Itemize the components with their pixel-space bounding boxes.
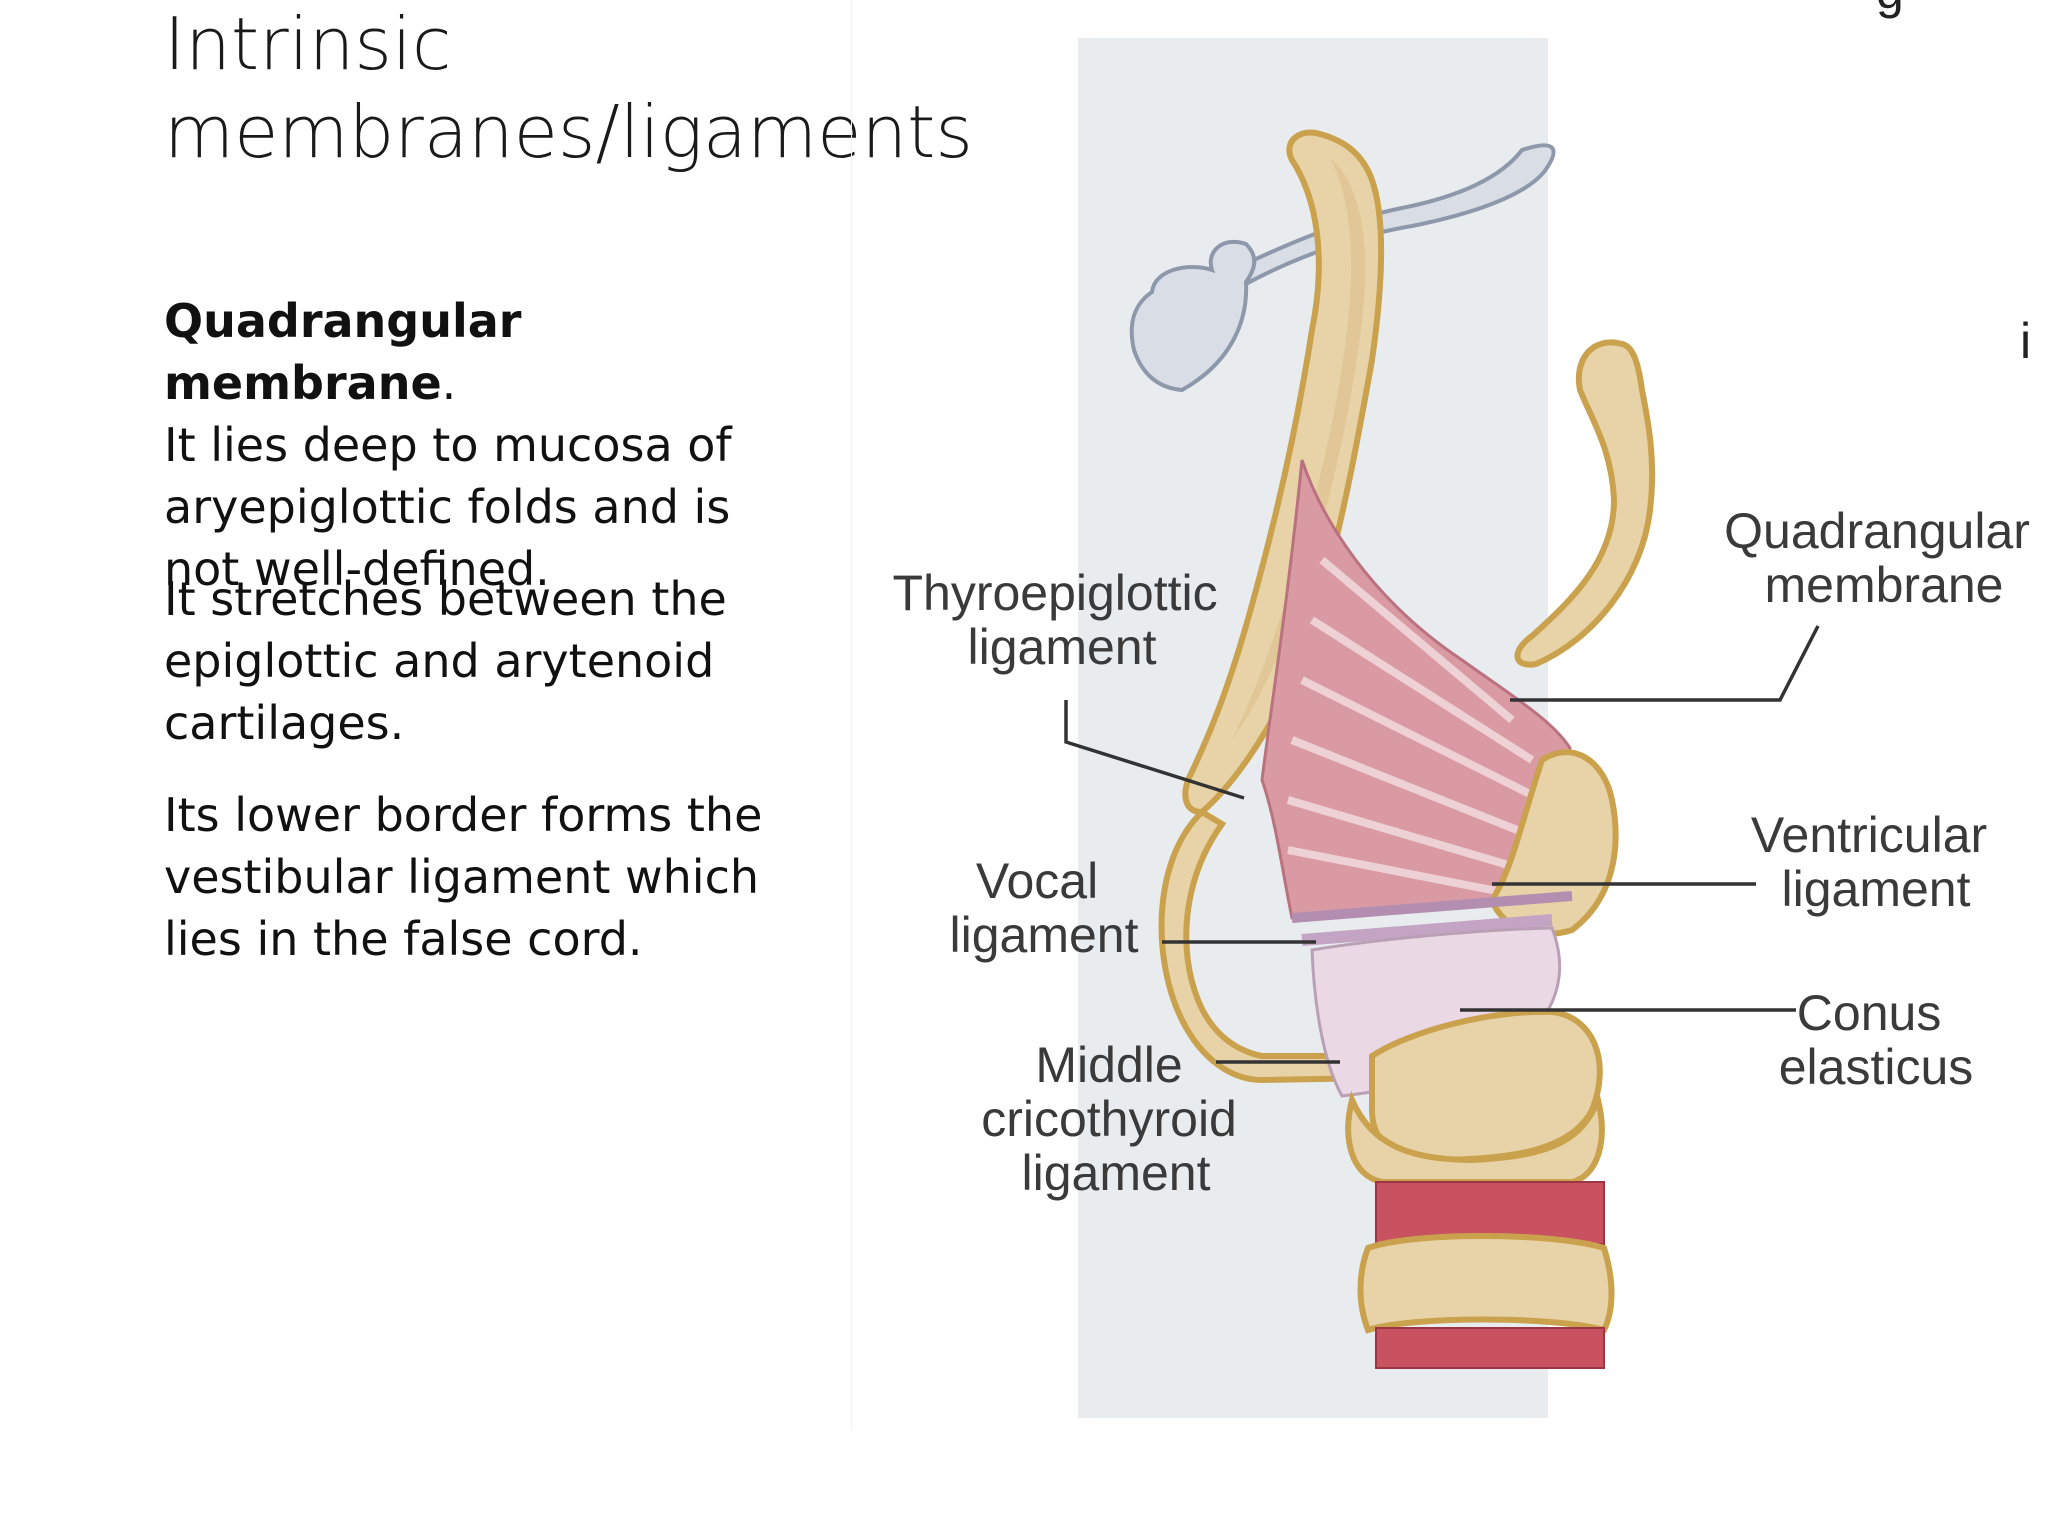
label-line: Thyroepiglottic xyxy=(892,565,1217,621)
epiglottis-cartilage xyxy=(1182,129,1385,816)
leader-thyroepiglottic xyxy=(1064,700,1245,800)
leader-quadrangular xyxy=(1510,625,1820,702)
cricoid-arch xyxy=(1345,1090,1605,1185)
label-line: ligament xyxy=(968,619,1157,675)
epiglottis-inner-face xyxy=(1232,158,1366,740)
label-middle-cricothyroid-ligament: Middle cricothyroid ligament xyxy=(981,1037,1251,1201)
label-line: ligament xyxy=(1022,1145,1211,1201)
trachea-segment-lower xyxy=(1375,1327,1605,1369)
label-line: ligament xyxy=(1782,861,1971,917)
thyroid-cartilage xyxy=(1158,808,1375,1084)
vestibular-band xyxy=(1291,891,1573,923)
label-vocal-ligament: Vocal ligament xyxy=(950,853,1139,963)
bold-term: Quadrangular membrane xyxy=(164,294,522,410)
label-line: Middle xyxy=(1035,1037,1182,1093)
paragraph-stretches: It stretches between the epiglottic and … xyxy=(164,572,727,750)
label-line: Vocal xyxy=(976,853,1098,909)
label-line: Quadrangular xyxy=(1724,503,2030,559)
label-conus-elasticus: Conus elasticus xyxy=(1779,985,1974,1095)
term-punctuation: . xyxy=(441,356,457,410)
vocal-band xyxy=(1301,914,1553,946)
arytenoid-horn xyxy=(1514,339,1656,668)
panel-divider xyxy=(851,0,852,1430)
larynx-diagram: Thyroepiglottic ligament Quadrangular me… xyxy=(892,0,2044,1418)
clipped-letter-side: i xyxy=(2020,313,2031,369)
text-panel: Intrinsic membranes/ligaments Quadrangul… xyxy=(0,0,973,1430)
leader-lines xyxy=(1064,625,1820,1064)
paragraph-lower-border: Its lower border forms the vestibular li… xyxy=(164,788,763,966)
larynx-figure: Thyroepiglottic ligament Quadrangular me… xyxy=(852,0,2048,1430)
label-line: ligament xyxy=(950,907,1139,963)
paragraph-text: It lies deep to mucosa of aryepiglottic … xyxy=(164,418,732,596)
label-line: Ventricular xyxy=(1751,807,1987,863)
label-ventricular-ligament: Ventricular ligament xyxy=(1751,807,2001,917)
membrane-fibers xyxy=(1286,556,1544,896)
label-line: elasticus xyxy=(1779,1039,1974,1095)
label-thyroepiglottic-ligament: Thyroepiglottic ligament xyxy=(892,565,1231,675)
label-quadrangular-membrane: Quadrangular membrane xyxy=(1724,503,2044,613)
tracheal-ring xyxy=(1357,1233,1615,1334)
label-line: membrane xyxy=(1765,557,2004,613)
label-line: Conus xyxy=(1797,985,1942,1041)
label-line: cricothyroid xyxy=(981,1091,1237,1147)
clipped-letter-top: g xyxy=(1876,0,1904,19)
slide-title: Intrinsic membranes/ligaments xyxy=(164,2,973,174)
arytenoid-cartilage xyxy=(1488,749,1619,937)
paragraph-quadrangular-membrane: Quadrangular membrane. It lies deep to mu… xyxy=(164,290,804,600)
